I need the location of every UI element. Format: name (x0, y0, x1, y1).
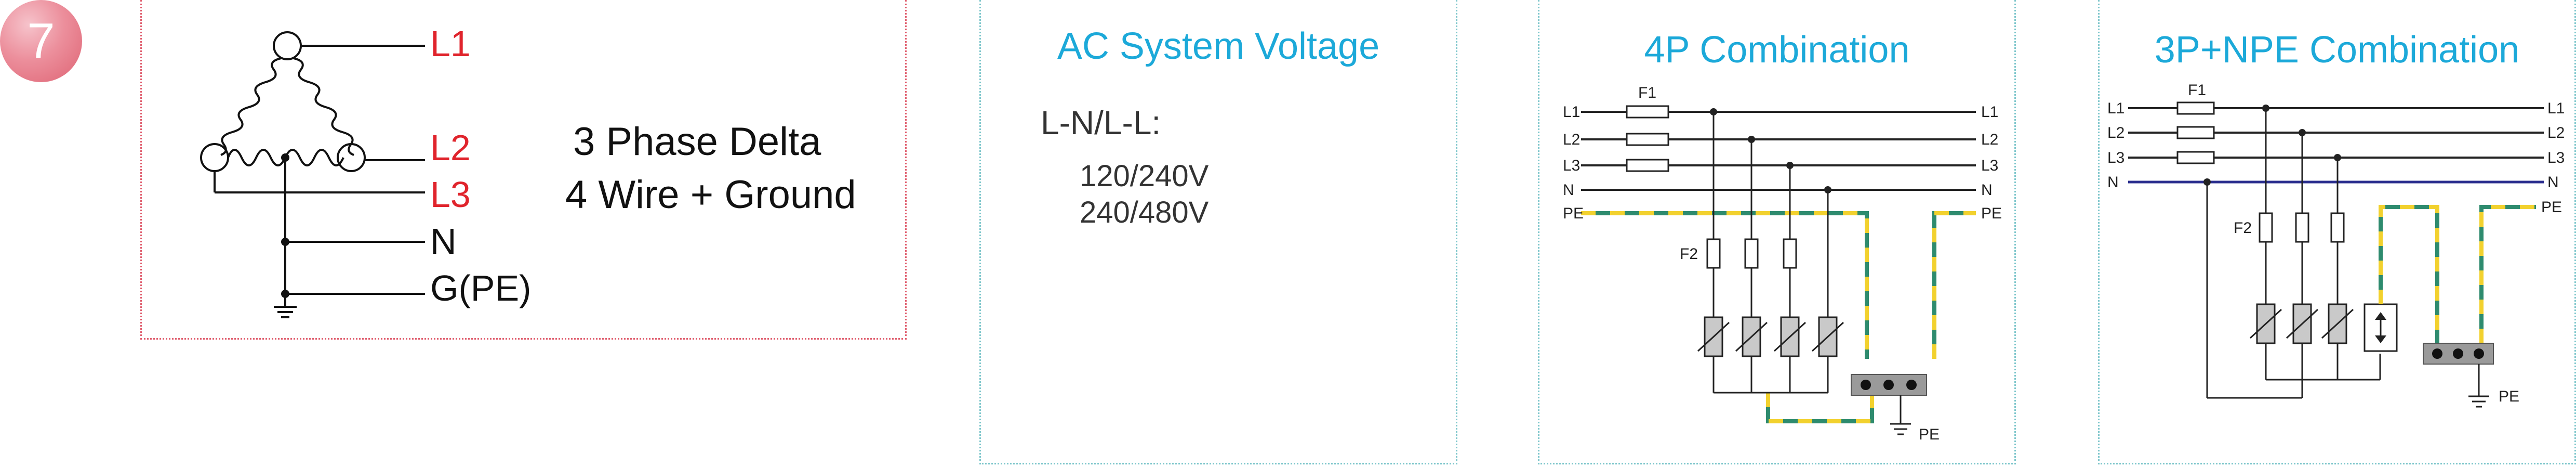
combo3p-title: 3P+NPE Combination (2154, 29, 2520, 71)
combo3p-panel: 3P+NPE Combination (2098, 0, 2576, 464)
combo3p-left-l1: L1 (2107, 100, 2124, 117)
terminal-left (200, 143, 229, 172)
combo4p-right-n: N (1981, 182, 1993, 199)
combo4p-panel: 4P Combination (1538, 0, 2016, 464)
delta-desc-line2: 4 Wire + Ground (565, 173, 856, 217)
combo3p-pe-label: PE (2499, 388, 2519, 405)
delta-panel: L1 L2 L3 N G(PE) 3 Phase Delta 4 Wire + … (140, 0, 907, 340)
combo4p-left-l1: L1 (1563, 103, 1580, 121)
combo4p-right-l2: L2 (1981, 131, 1998, 148)
combo3p-right-l1: L1 (2547, 100, 2565, 117)
combo3p-left-l2: L2 (2107, 124, 2124, 141)
voltage-text: L-N/L-L: 120/240V 240/480V (1041, 104, 1209, 229)
combo4p-left-n: N (1563, 182, 1574, 199)
combo4p-right-l1: L1 (1981, 103, 1998, 121)
voltage-value-1: 120/240V (1080, 159, 1209, 193)
combo3p-left-l3: L3 (2107, 149, 2124, 166)
combo3p-right-n: N (2547, 174, 2559, 191)
terminal-top (273, 31, 302, 60)
combo4p-left-l3: L3 (1563, 157, 1580, 174)
label-n: N (430, 221, 457, 262)
combo4p-pe-label: PE (1919, 426, 1940, 443)
step-number: 7 (27, 13, 55, 69)
delta-desc-line1: 3 Phase Delta (573, 120, 821, 164)
combo4p-right-l3: L3 (1981, 157, 1998, 174)
voltage-panel: AC System Voltage L-N/L-L: 120/240V 240/… (979, 0, 1457, 464)
voltage-title: AC System Voltage (1057, 25, 1380, 67)
voltage-value-2: 240/480V (1080, 196, 1209, 229)
combo3p-f2-label: F2 (2234, 219, 2252, 237)
combo4p-f1-label: F1 (1638, 84, 1656, 101)
label-l3: L3 (430, 174, 471, 215)
combo4p-right-pe: PE (1981, 205, 2002, 222)
coil-left (220, 57, 282, 156)
combo3p-right-pe: PE (2541, 199, 2562, 216)
combo4p-f2-label: F2 (1680, 245, 1698, 263)
combo4p-left-pe: PE (1563, 205, 1584, 222)
delta-diagram: L1 L2 L3 N G(PE) 3 Phase Delta 4 Wire + … (200, 23, 856, 318)
step-badge: 7 (0, 0, 82, 82)
combo4p-left-l2: L2 (1563, 131, 1580, 148)
combo3p-left-n: N (2107, 174, 2119, 191)
combo3p-right-l2: L2 (2547, 124, 2565, 141)
label-g: G(PE) (430, 268, 531, 308)
coil-right (293, 57, 354, 156)
terminal-right (337, 143, 366, 172)
combo3p-f1-label: F1 (2188, 82, 2206, 99)
label-l1: L1 (430, 23, 471, 64)
combo3p-diagram: L1 L2 L3 N L1 L2 L3 N PE F1 F2 PE (2107, 82, 2565, 408)
label-l2: L2 (430, 127, 471, 168)
combo4p-diagram: L1 L2 L3 N PE L1 L2 L3 N PE F1 F2 PE (1563, 84, 2002, 443)
combo4p-title: 4P Combination (1644, 29, 1910, 71)
voltage-label: L-N/L-L: (1041, 104, 1161, 141)
combo3p-right-l3: L3 (2547, 149, 2565, 166)
